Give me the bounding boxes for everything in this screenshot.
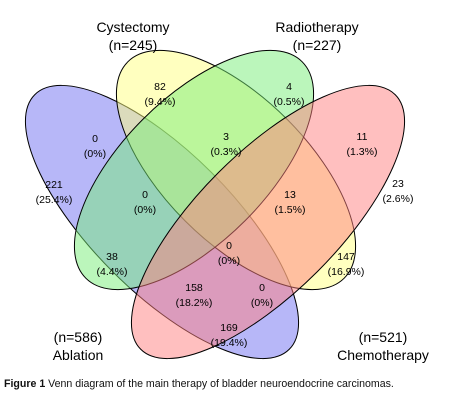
region-pct-radiotherapy-chemotherapy: (1.3%) — [347, 146, 378, 158]
region-pct-radiotherapy-only: (0.5%) — [274, 96, 305, 108]
region-count-ablation-radiotherapy-chemotherapy: 158 — [185, 282, 203, 294]
set-name-radiotherapy: Radiotherapy — [275, 19, 358, 35]
region-count-ablation-cystectomy: 0 — [92, 133, 98, 145]
region-pct-ablation-radiotherapy-chemotherapy: (18.2%) — [176, 297, 213, 309]
region-count-ablation-cystectomy-radiotherapy: 0 — [142, 189, 148, 201]
region-count-ablation-chemotherapy: 169 — [220, 322, 238, 334]
region-count-ablation-only: 221 — [45, 179, 63, 191]
caption-text: Venn diagram of the main therapy of blad… — [45, 378, 394, 390]
region-pct-all-four: (0%) — [218, 255, 240, 267]
region-count-cystectomy-only: 82 — [154, 81, 166, 93]
region-pct-ablation-radiotherapy: (4.4%) — [97, 266, 128, 278]
region-count-ablation-cystectomy-chemotherapy: 0 — [259, 282, 265, 294]
figure-label: Figure 1 — [4, 378, 46, 390]
region-pct-ablation-chemotherapy: (19.4%) — [211, 337, 248, 349]
set-n-chemotherapy: (n=521) — [359, 329, 408, 345]
region-pct-ablation-cystectomy-chemotherapy: (0%) — [251, 297, 273, 309]
set-ellipses — [24, 49, 406, 360]
set-n-radiotherapy: (n=227) — [293, 37, 342, 53]
region-pct-cystectomy-radiotherapy-chemotherapy: (1.5%) — [275, 204, 306, 216]
set-name-ablation: Ablation — [53, 347, 104, 363]
region-pct-ablation-only: (25.4%) — [36, 194, 73, 206]
region-count-cystectomy-radiotherapy: 3 — [223, 131, 229, 143]
figure-caption: Figure 1 Venn diagram of the main therap… — [4, 378, 456, 390]
region-pct-cystectomy-radiotherapy: (0.3%) — [211, 146, 242, 158]
region-count-radiotherapy-chemotherapy: 11 — [357, 131, 368, 143]
set-labels: Cystectomy (n=245) Radiotherapy (n=227) … — [53, 19, 429, 363]
region-count-cystectomy-radiotherapy-chemotherapy: 13 — [284, 189, 296, 201]
region-count-chemotherapy-only: 23 — [392, 178, 404, 190]
set-n-ablation: (n=586) — [54, 329, 103, 345]
region-count-all-four: 0 — [226, 240, 232, 252]
set-name-cystectomy: Cystectomy — [96, 19, 169, 35]
ellipse-chemotherapy — [130, 84, 406, 360]
set-n-cystectomy: (n=245) — [109, 37, 158, 53]
region-count-radiotherapy-only: 4 — [286, 81, 292, 93]
region-count-ablation-radiotherapy: 38 — [106, 251, 118, 263]
region-count-cystectomy-chemotherapy: 147 — [337, 251, 355, 263]
region-pct-cystectomy-chemotherapy: (16.9%) — [328, 266, 365, 278]
region-pct-ablation-cystectomy: (0%) — [84, 148, 106, 160]
set-name-chemotherapy: Chemotherapy — [337, 347, 429, 363]
region-pct-ablation-cystectomy-radiotherapy: (0%) — [134, 204, 156, 216]
region-labels: 221 (25.4%) 82 (9.4%) 4 (0.5%) 23 (2.6%)… — [36, 81, 414, 349]
region-pct-chemotherapy-only: (2.6%) — [383, 193, 414, 205]
region-pct-cystectomy-only: (9.4%) — [145, 96, 176, 108]
